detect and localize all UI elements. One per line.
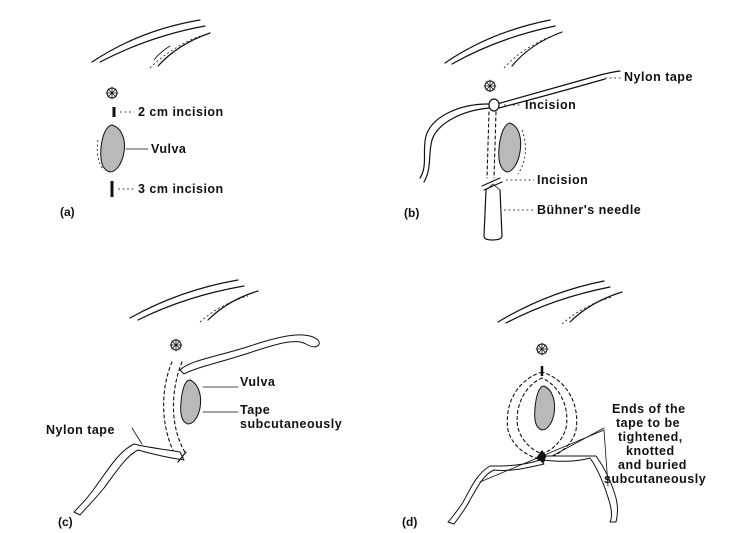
panel-b-buttocks — [445, 20, 562, 68]
panel-b-buhner-needle — [484, 184, 502, 240]
panel-b-label-incision-bottom: Incision — [537, 173, 588, 187]
panel-c-buttocks — [130, 280, 258, 322]
panel-c-tape-loop — [180, 335, 319, 374]
panel-d-vulva — [535, 386, 555, 430]
panel-b: Nylon tape Incision Incision Bühner's ne… — [404, 20, 693, 240]
panel-d-anus-icon — [536, 343, 548, 355]
panel-b-subcutaneous-track — [487, 112, 489, 178]
panel-c-subcutaneous-track — [164, 362, 178, 460]
panel-a-letter: (a) — [60, 205, 75, 219]
panel-c-anus-icon — [170, 339, 182, 351]
panel-d: Ends of the tape to be tightened, knotte… — [402, 281, 706, 529]
panel-d-label-line-3: tightened, — [618, 430, 683, 444]
panel-a-buttocks — [92, 20, 210, 68]
panel-c-label-nylon-tape: Nylon tape — [46, 423, 115, 437]
panel-d-label-line-2: tape to be — [616, 416, 680, 430]
panel-b-letter: (b) — [404, 206, 419, 220]
panel-b-anus-icon — [484, 80, 496, 92]
panel-c-label-vulva: Vulva — [240, 375, 276, 389]
panel-d-label-line-6: subcutaneously — [604, 472, 706, 486]
panel-c-nylon-tape — [74, 444, 184, 515]
panel-a: 2 cm incision Vulva 3 cm incision (a) — [60, 20, 224, 219]
panel-c: Vulva Tape subcutaneously Nylon tape (c) — [46, 280, 342, 529]
panel-a-label-3cm-incision: 3 cm incision — [138, 182, 224, 196]
panel-a-vulva — [97, 125, 124, 172]
panel-d-label-block: Ends of the tape to be tightened, knotte… — [604, 402, 706, 486]
panel-d-label-line-5: and buried — [618, 458, 687, 472]
panel-a-label-2cm-incision: 2 cm incision — [138, 105, 224, 119]
panel-b-label-buhner-needle: Bühner's needle — [537, 203, 641, 217]
panel-d-letter: (d) — [402, 515, 417, 529]
panel-d-buttocks — [498, 281, 622, 324]
panel-b-vulva — [499, 123, 526, 174]
panel-b-nylon-tape — [420, 71, 620, 182]
panel-d-label-line-4: knotted — [626, 444, 675, 458]
panel-c-label-tape: Tape — [240, 403, 270, 417]
panel-b-label-nylon-tape: Nylon tape — [624, 70, 693, 84]
panel-d-label-line-1: Ends of the — [612, 402, 686, 416]
panel-a-label-vulva: Vulva — [151, 142, 187, 156]
panel-c-label-subcutaneously: subcutaneously — [240, 417, 342, 431]
panel-a-anus-icon — [106, 87, 118, 99]
panel-d-tape-end-left — [448, 460, 544, 524]
panel-c-vulva — [181, 380, 201, 424]
panel-b-label-incision-top: Incision — [525, 98, 576, 112]
panel-c-letter: (c) — [58, 515, 73, 529]
